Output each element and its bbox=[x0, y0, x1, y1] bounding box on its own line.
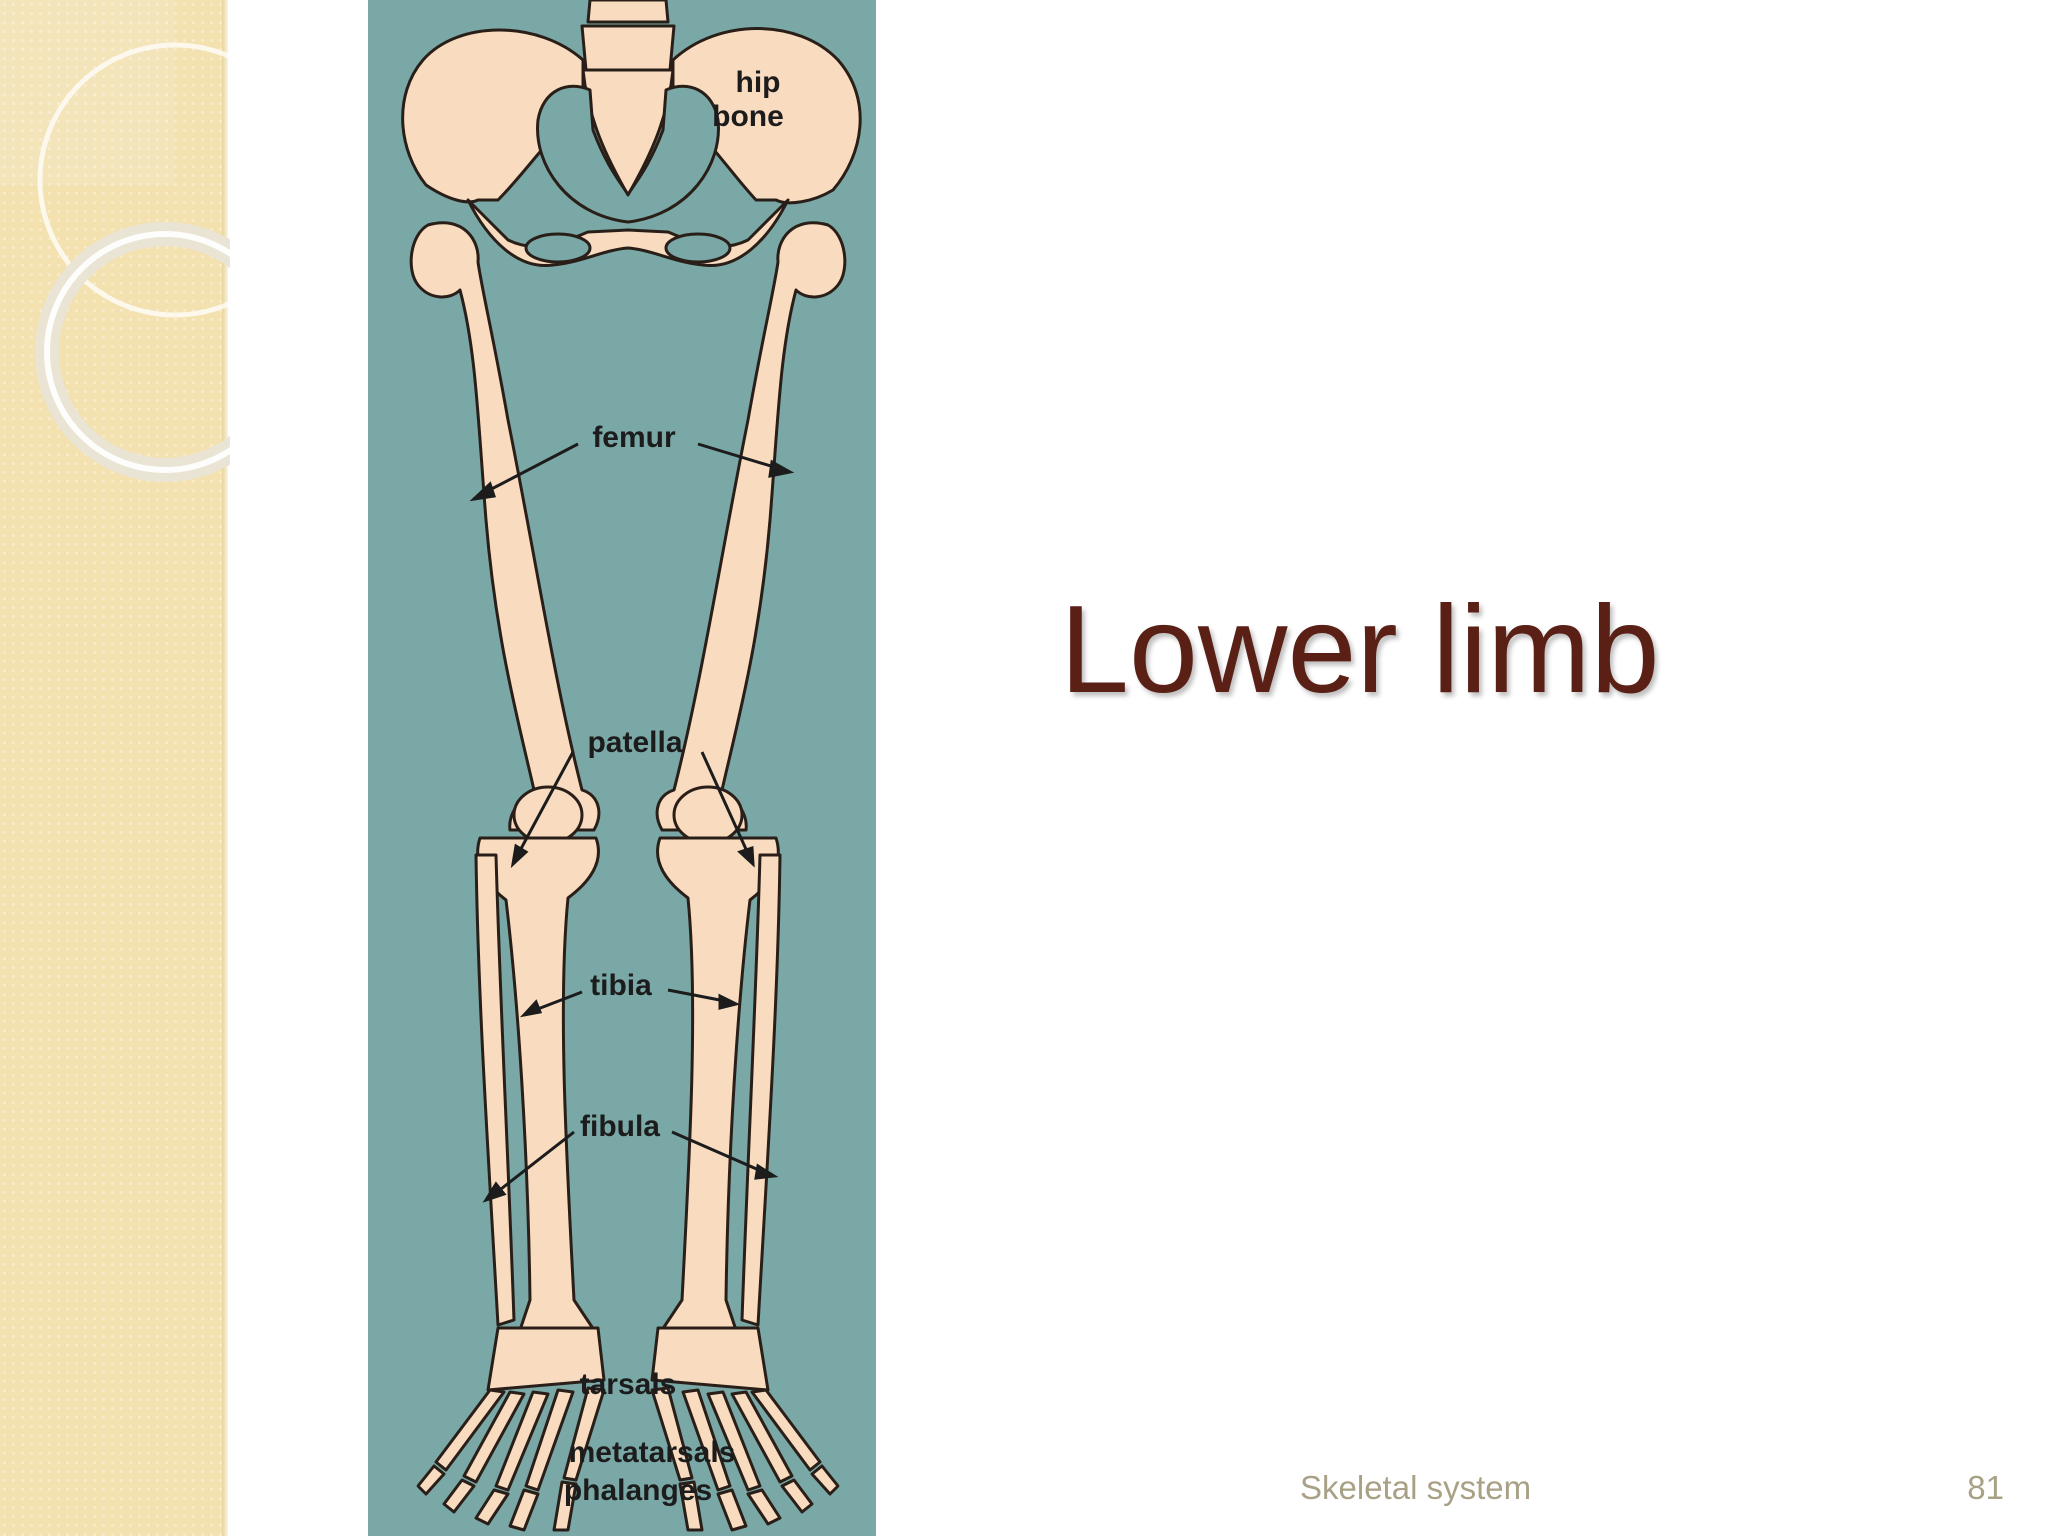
right-metatarsal-3 bbox=[706, 1390, 762, 1492]
label-fibula: fibula bbox=[580, 1110, 660, 1143]
right-phalanx-2 bbox=[716, 1488, 748, 1532]
skeleton-illustration: hip bone femur patella tibia fibula tars… bbox=[401, 0, 862, 1532]
small-ring-outer bbox=[35, 222, 230, 482]
femur-arrow-right bbox=[697, 442, 785, 472]
left-metatarsal-3 bbox=[494, 1390, 550, 1492]
left-metatarsal-5 bbox=[434, 1388, 506, 1472]
decorative-rings bbox=[0, 0, 230, 520]
patella-arrow-right bbox=[700, 751, 752, 859]
label-hip: hip bbox=[736, 66, 781, 99]
label-patella: patella bbox=[587, 726, 682, 759]
pelvic-inlet bbox=[536, 84, 720, 224]
large-ring bbox=[37, 42, 230, 318]
fibula-arrow-left bbox=[491, 1130, 575, 1198]
left-ilium bbox=[401, 28, 585, 204]
left-femur bbox=[409, 221, 601, 832]
femur-arrow-left bbox=[477, 442, 579, 498]
left-fibula bbox=[474, 853, 516, 1327]
left-metatarsal-1 bbox=[562, 1386, 606, 1482]
right-metatarsal-4 bbox=[730, 1390, 794, 1484]
left-phalanx-1 bbox=[552, 1480, 578, 1532]
right-metatarsal-1 bbox=[650, 1386, 694, 1482]
left-metatarsal-4 bbox=[462, 1390, 526, 1484]
right-tarsals bbox=[650, 1326, 770, 1392]
highlight-square bbox=[0, 0, 175, 185]
right-phalanx-3 bbox=[746, 1488, 782, 1526]
right-metatarsal-5 bbox=[750, 1388, 822, 1472]
left-tarsals bbox=[486, 1326, 606, 1392]
small-ring-inner bbox=[44, 231, 230, 473]
label-metatarsals: metatarsals bbox=[569, 1436, 736, 1469]
left-obturator bbox=[524, 232, 592, 264]
page-number: 81 bbox=[1967, 1469, 2004, 1506]
patella-arrow-left bbox=[514, 751, 575, 859]
label-femur: femur bbox=[592, 421, 676, 454]
right-femur bbox=[655, 221, 847, 832]
right-ilium bbox=[671, 27, 862, 205]
lumbar-vertebra bbox=[586, 0, 670, 24]
label-tibia: tibia bbox=[590, 969, 652, 1002]
label-bone: bone bbox=[712, 100, 784, 133]
left-phalanx-5 bbox=[416, 1464, 446, 1496]
left-phalanx-2 bbox=[508, 1488, 540, 1532]
sacrum-top bbox=[580, 24, 676, 72]
left-metatarsal-2 bbox=[524, 1388, 575, 1492]
right-phalanx-5 bbox=[810, 1464, 840, 1496]
fibula-arrow-right bbox=[671, 1130, 769, 1176]
label-tarsals: tarsals bbox=[580, 1368, 677, 1401]
label-phalanges: phalanges bbox=[564, 1474, 712, 1507]
right-phalanx-1 bbox=[678, 1480, 704, 1532]
right-phalanx-4 bbox=[780, 1478, 814, 1514]
right-fibula bbox=[740, 853, 782, 1327]
slide-title: Lower limb bbox=[1060, 581, 1660, 719]
lower-limb-diagram: hip bone femur patella tibia fibula tars… bbox=[368, 0, 876, 1536]
label-arrows bbox=[469, 442, 795, 1203]
side-band-edge bbox=[222, 0, 228, 1536]
left-phalanx-3 bbox=[474, 1488, 510, 1526]
right-obturator bbox=[664, 232, 732, 264]
right-metatarsal-2 bbox=[681, 1388, 732, 1492]
footer-text: Skeletal system bbox=[1300, 1469, 1532, 1506]
left-phalanx-4 bbox=[442, 1478, 476, 1514]
